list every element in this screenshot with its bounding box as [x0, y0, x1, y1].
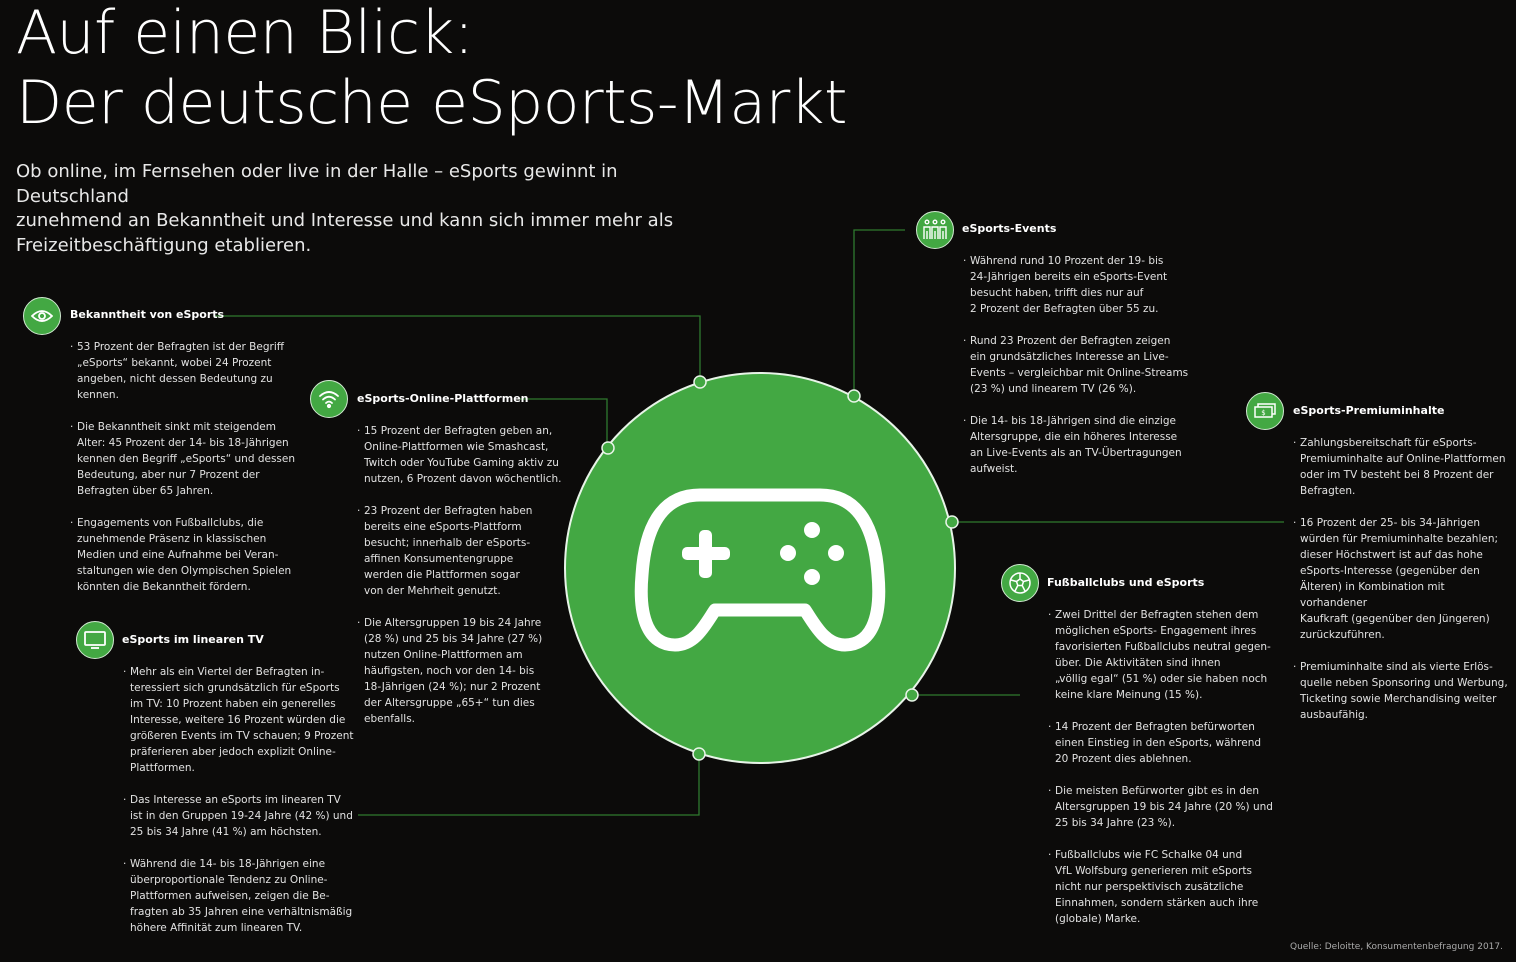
intro-text: Ob online, im Fernsehen oder live in der…	[16, 161, 674, 256]
connector-events	[853, 229, 905, 396]
section-premium-bullets: Zahlungsbereitschaft für eSports- Premiu…	[1293, 435, 1515, 739]
connector-tv	[358, 754, 700, 816]
bullet: 14 Prozent der Befragten befürworten ein…	[1048, 719, 1278, 767]
connector-dot	[847, 389, 861, 403]
bullet: Rund 23 Prozent der Befragten zeigen ein…	[963, 333, 1198, 397]
bullet: Fußballclubs wie FC Schalke 04 und VfL W…	[1048, 847, 1278, 927]
section-title-premium: eSports-Premiuminhalte	[1293, 404, 1445, 417]
svg-text:$: $	[1261, 409, 1265, 417]
bullet: Während rund 10 Prozent der 19- bis 24-J…	[963, 253, 1198, 317]
section-title-fussball: Fußballclubs und eSports	[1047, 576, 1205, 589]
bullet: 16 Prozent der 25- bis 34-Jährigen würde…	[1293, 515, 1515, 643]
page-title-line1: Auf einen Blick:	[16, 0, 474, 68]
source-note: Quelle: Deloitte, Konsumentenbefragung 2…	[1290, 942, 1503, 952]
bullet: Die Bekanntheit sinkt mit steigendem Alt…	[70, 419, 300, 499]
connector-dot	[693, 375, 707, 389]
bullet: Während die 14- bis 18-Jährigen eine übe…	[123, 856, 363, 936]
connector-bekanntheit	[215, 315, 701, 382]
football-icon	[1001, 564, 1039, 602]
bullet: 23 Prozent der Befragten haben bereits e…	[357, 503, 577, 599]
bullet: Zahlungsbereitschaft für eSports- Premiu…	[1293, 435, 1515, 499]
section-title-bekanntheit: Bekanntheit von eSports	[70, 308, 225, 321]
bullet: 15 Prozent der Befragten geben an, Onlin…	[357, 423, 577, 487]
center-circle	[564, 372, 956, 764]
bullet: Zwei Drittel der Befragten stehen dem mö…	[1048, 607, 1278, 703]
section-tv-bullets: Mehr als ein Viertel der Befragten in- t…	[123, 664, 363, 952]
section-online-bullets: 15 Prozent der Befragten geben an, Onlin…	[357, 423, 577, 743]
eye-icon	[23, 297, 61, 335]
section-events-bullets: Während rund 10 Prozent der 19- bis 24-J…	[963, 253, 1198, 493]
bullet: Engagements von Fußballclubs, die zunehm…	[70, 515, 300, 595]
connector-online	[518, 398, 608, 448]
bullet: 53 Prozent der Befragten ist der Begriff…	[70, 339, 300, 403]
connector-dot	[692, 747, 706, 761]
section-fussball-bullets: Zwei Drittel der Befragten stehen dem mö…	[1048, 607, 1278, 943]
bullet: Mehr als ein Viertel der Befragten in- t…	[123, 664, 363, 776]
audience-icon	[916, 211, 954, 249]
bullet: Die meisten Befürworter gibt es in den A…	[1048, 783, 1278, 831]
bullet: Das Interesse an eSports im linearen TV …	[123, 792, 363, 840]
section-title-online: eSports-Online-Plattformen	[357, 392, 529, 405]
tv-icon	[76, 621, 114, 659]
bullet: Die Altersgruppen 19 bis 24 Jahre (28 %)…	[357, 615, 577, 727]
connector-dot	[945, 515, 959, 529]
bullet: Premiuminhalte sind als vierte Erlös- qu…	[1293, 659, 1515, 723]
connector-dot	[905, 688, 919, 702]
bullet: Die 14- bis 18-Jährigen sind die einzige…	[963, 413, 1198, 477]
wifi-icon	[310, 380, 348, 418]
connector-dot	[601, 441, 615, 455]
gamepad-icon	[634, 488, 886, 652]
section-title-events: eSports-Events	[962, 222, 1057, 235]
page-title-line2: Der deutsche eSports-Markt	[16, 68, 848, 138]
section-title-tv: eSports im linearen TV	[122, 633, 264, 646]
section-bekanntheit-bullets: 53 Prozent der Befragten ist der Begriff…	[70, 339, 300, 611]
money-icon: $	[1246, 392, 1284, 430]
